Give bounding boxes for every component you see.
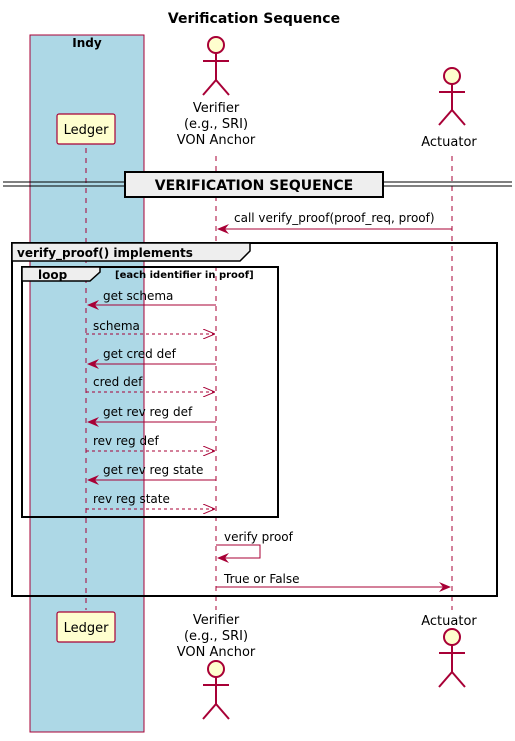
verifier-label-bottom-line3: VON Anchor xyxy=(177,645,256,660)
message-label-rev-reg-state: rev reg state xyxy=(93,492,170,506)
verifier-label-bottom-line2: (e.g., SRI) xyxy=(184,629,248,644)
actuator-actor-icon xyxy=(438,67,466,126)
actuator-actor-icon-bottom xyxy=(438,628,466,688)
verifier-label-line1: Verifier xyxy=(193,101,240,116)
ledger-participant-box-bottom xyxy=(56,611,116,643)
ledger-participant-label-bottom: Ledger xyxy=(64,621,110,636)
message-label-get-rev-reg-state: get rev reg state xyxy=(103,463,203,477)
message-label-call-verify-proof: call verify_proof(proof_req, proof) xyxy=(234,211,435,225)
verifier-label-bottom-line1: Verifier xyxy=(193,613,240,628)
message-label-get-rev-reg-def: get rev reg def xyxy=(103,405,193,419)
loop-label-tab xyxy=(21,266,101,282)
group-frame xyxy=(11,242,498,597)
loop-label: loop xyxy=(38,268,68,282)
verifier-label-line2: (e.g., SRI) xyxy=(184,117,248,132)
verifier-label-line3: VON Anchor xyxy=(177,133,256,148)
message-label-verify-proof: verify proof xyxy=(224,530,294,544)
message-arrow-verify-proof xyxy=(216,544,261,563)
actuator-label-bottom: Actuator xyxy=(421,614,477,629)
verifier-actor-icon xyxy=(202,36,230,96)
actuator-label: Actuator xyxy=(421,135,477,150)
verifier-actor-icon-bottom xyxy=(202,660,230,720)
loop-condition: [each identifier in proof] xyxy=(115,270,254,281)
group-label-tab xyxy=(11,242,251,262)
loop-frame xyxy=(21,266,279,518)
divider-label: VERIFICATION SEQUENCE xyxy=(155,178,353,194)
message-label-schema: schema xyxy=(93,319,140,333)
message-label-rev-reg-def: rev reg def xyxy=(93,434,159,448)
message-label-get-schema: get schema xyxy=(103,289,173,303)
message-label-get-cred-def: get cred def xyxy=(103,347,177,361)
diagram-title: Verification Sequence xyxy=(168,11,340,27)
indy-box-label: Indy xyxy=(72,36,102,50)
ledger-participant-label: Ledger xyxy=(64,123,110,138)
ledger-participant-box xyxy=(56,113,116,145)
message-label-cred-def: cred def xyxy=(93,375,143,389)
message-label-true-or-false: True or False xyxy=(223,572,300,586)
divider-box xyxy=(124,171,384,198)
group-label: verify_proof() implements xyxy=(17,246,193,261)
